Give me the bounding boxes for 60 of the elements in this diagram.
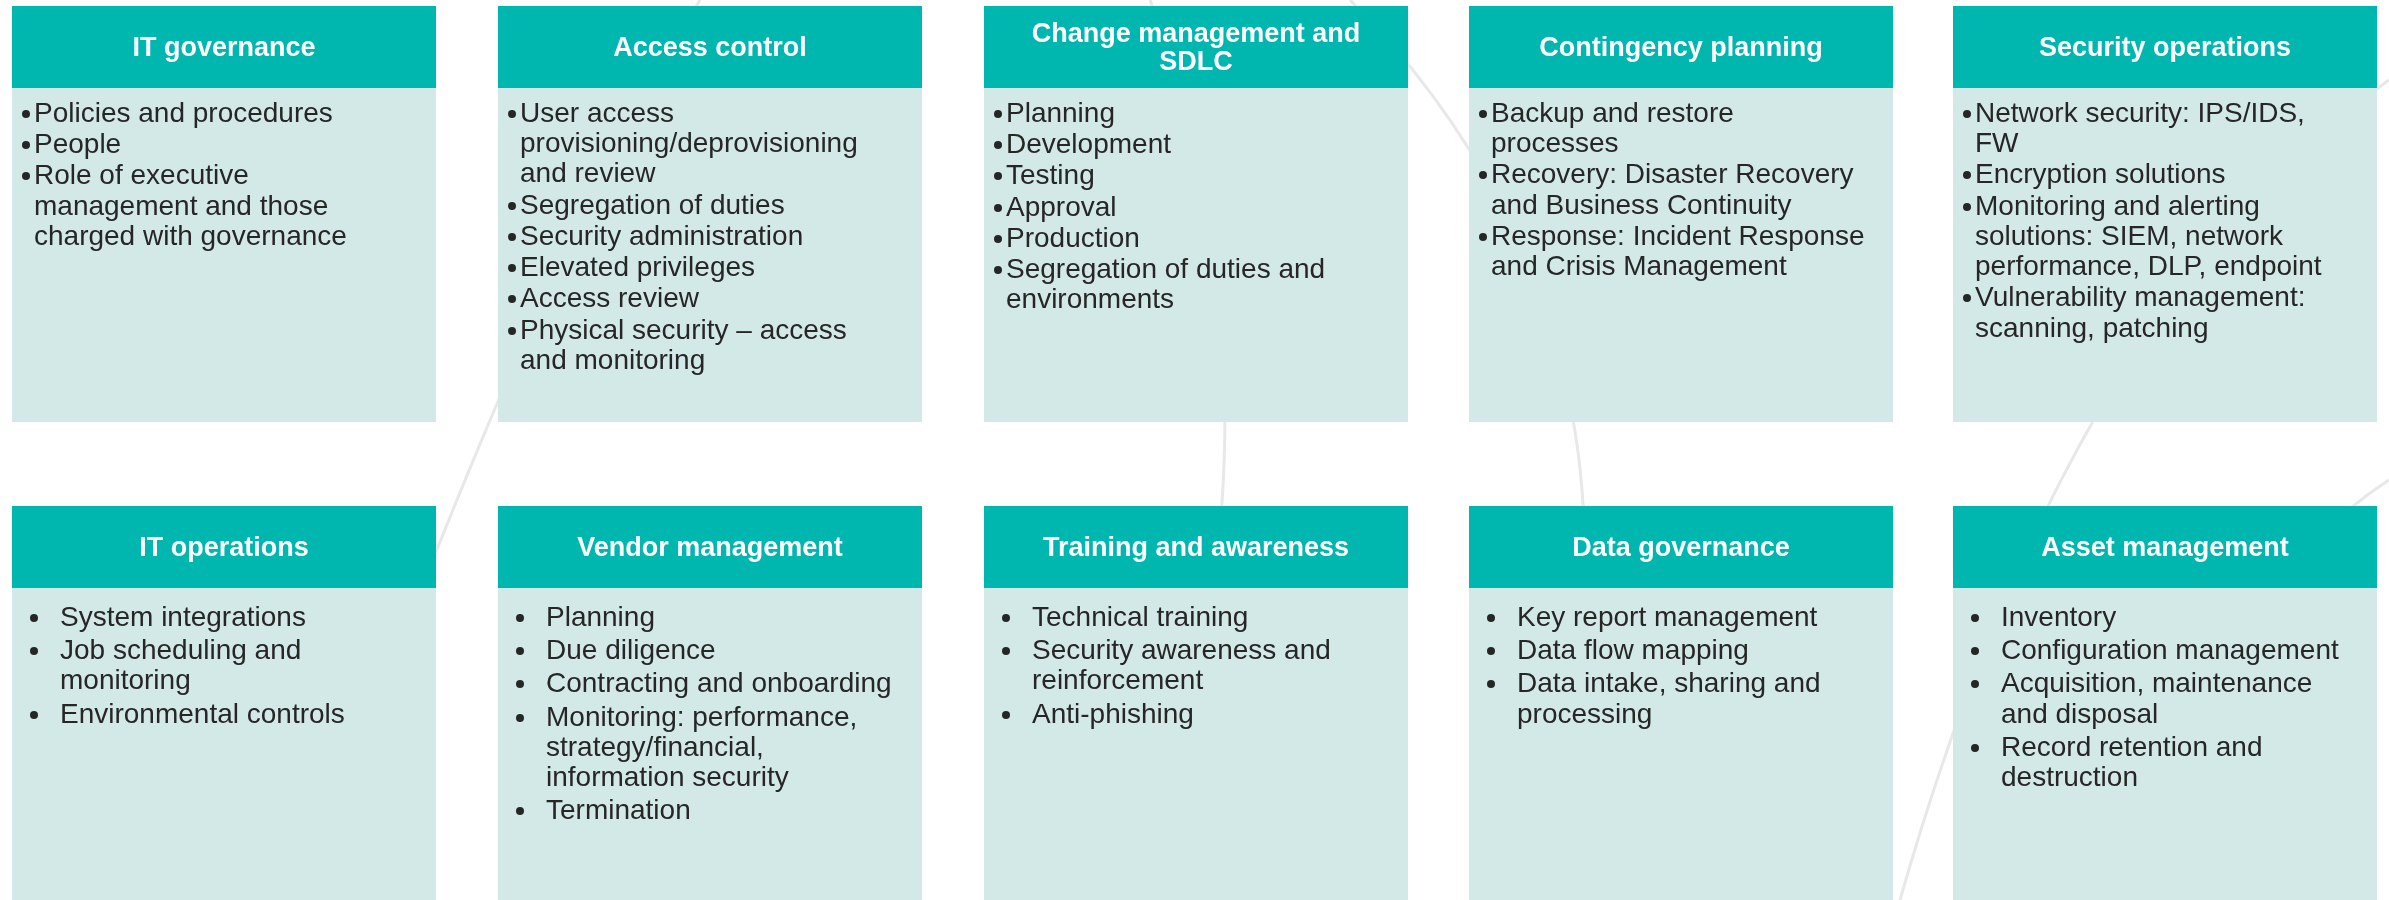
bullet-item: Backup and restore processes [1491,98,1735,159]
card-header: Security operations [1953,6,2377,88]
bullet-item: People [34,129,123,160]
category-card [12,6,436,422]
bullet-item: Due diligence [546,635,717,666]
bullet-item: Job scheduling and monitoring [60,635,303,696]
bullet-item: Vulnerability management: scanning, patching [1975,282,2307,343]
bullet-item: Key report management [1517,602,1819,633]
card-header: IT governance [12,6,436,88]
bullet-item: Physical security – access and monitoring [520,314,848,376]
category-card [1469,506,1893,900]
bullet-item: Technical training [1032,602,1250,633]
bullet-item: User access provisioning/deprovisioning and review [520,98,859,189]
bullet-item: Monitoring and alerting solutions: SIEM, network performance, DLP, endpoint [1975,190,2323,282]
category-card [498,506,922,900]
bullet-item: Recovery: Disaster Recovery and Business Continuity [1491,159,1855,220]
bullet-item: Data flow mapping [1517,635,1750,666]
bullet-item: Anti-phishing [1032,698,1195,729]
bullet-item: Configuration management [2001,635,2340,666]
bullet-item: Access review [520,283,700,314]
bullet-item: Segregation of duties [520,189,786,220]
bullet-item: Acquisition, maintenance and disposal [2001,668,2314,729]
bullet-item: System integrations [60,602,307,633]
card-header: Training and awareness [984,506,1408,588]
bullet-item: Contracting and onboarding [546,668,893,699]
category-card [498,6,922,422]
bullet-item: Production [1006,222,1141,254]
bullet-item: Encryption solutions [1975,159,2227,190]
card-header: IT operations [12,506,436,588]
bullet-item: Elevated privileges [520,252,757,283]
bullet-item: Security administration [520,220,805,252]
bullet-item: Record retention and destruction [2001,731,2264,793]
bullet-item: Environmental controls [60,698,346,729]
bullet-item: Approval [1006,191,1118,222]
category-card [1953,506,2377,900]
bullet-item: Policies and procedures [34,98,334,129]
bullet-item: Termination [546,795,692,826]
card-header: Vendor management [498,506,922,588]
bullet-item: Planning [1006,98,1116,129]
category-card [12,506,436,900]
bullet-item: Role of executive management and those charged with governance [34,160,348,252]
bullet-item: Testing [1006,160,1096,191]
bullet-item: Network security: IPS/IDS, FW [1975,98,2306,159]
bullet-item: Planning [546,602,656,633]
category-card [984,506,1408,900]
card-header: Asset management [1953,506,2377,588]
bullet-item: Data intake, sharing and processing [1517,668,1822,729]
card-header: Access control [498,6,922,88]
bullet-item: Inventory [2001,602,2118,633]
bullet-item: Development [1006,129,1172,160]
card-header: Contingency planning [1469,6,1893,88]
category-card [1469,6,1893,422]
bullet-item: Segregation of duties and environments [1006,254,1327,315]
category-card [984,6,1408,422]
bullet-item: Security awareness and reinforcement [1032,635,1332,696]
card-header: Data governance [1469,506,1893,588]
bullet-item: Monitoring: performance, strategy/financial, information security [546,701,859,793]
bullet-item: Response: Incident Response and Crisis Management [1491,220,1866,282]
card-header: Change management and SDLC [984,6,1408,88]
category-card [1953,6,2377,422]
